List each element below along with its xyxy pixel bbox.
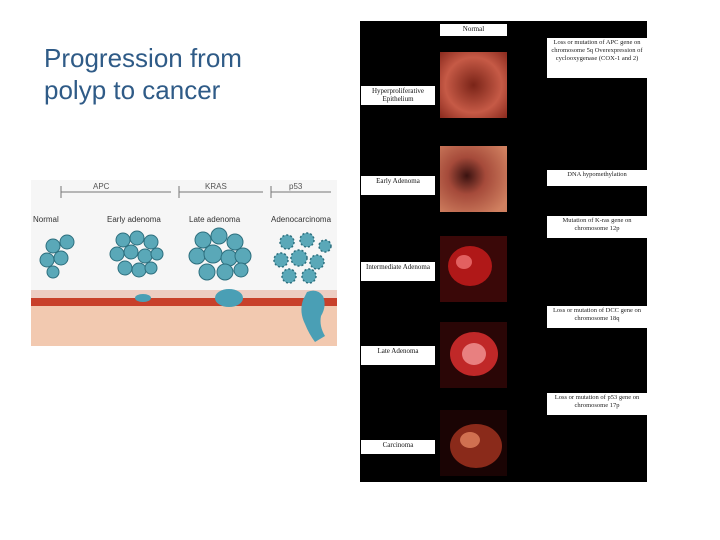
title-line-1: Progression from	[44, 43, 242, 73]
stage-label-early: Early adenoma	[107, 215, 161, 224]
stage-label-late: Late adenoma	[189, 215, 241, 224]
panel-label-intermediate-adenoma: Intermediate Adenoma	[361, 262, 435, 281]
submucosa-layer	[31, 306, 337, 346]
adenocarcinoma-cells	[273, 232, 332, 284]
event-apc: Loss or mutation of APC gene on chromoso…	[547, 38, 647, 78]
photo-late-adenoma	[440, 322, 507, 388]
panel-label-early-adenoma: Early Adenoma	[361, 176, 435, 195]
event-dna-hypomethylation: DNA hypomethylation	[547, 170, 647, 186]
panel-label-late-adenoma: Late Adenoma	[361, 346, 435, 365]
panel-label-hyperproliferative: Hyperproliferative Epithelium	[361, 86, 435, 105]
gene-label-apc: APC	[93, 182, 110, 191]
photo-intermediate-adenoma	[440, 236, 507, 302]
slide-title: Progression from polyp to cancer	[44, 42, 304, 106]
event-p53: Loss or mutation of p53 gene on chromoso…	[547, 393, 647, 415]
diagram-artwork	[31, 186, 337, 346]
event-kras: Mutation of K-ras gene on chromosome 12p	[547, 216, 647, 238]
stage-label-normal: Normal	[33, 215, 59, 224]
panel-label-normal: Normal	[440, 24, 507, 36]
stage-label-adenocarcinoma: Adenocarcinoma	[271, 215, 332, 224]
event-dcc: Loss or mutation of DCC gene on chromoso…	[547, 306, 647, 328]
photo-carcinoma	[440, 410, 507, 476]
photo-early-adenoma	[440, 146, 507, 212]
normal-cells	[39, 234, 75, 279]
adenoma-carcinoma-diagram: APC KRAS p53 Normal Early adenoma Late a…	[31, 180, 337, 346]
invasive-tumor	[301, 290, 325, 342]
early-lesion	[135, 294, 151, 302]
photo-normal	[440, 52, 507, 118]
late-adenoma-cells	[188, 227, 252, 281]
gene-label-kras: KRAS	[205, 182, 227, 191]
title-line-2: polyp to cancer	[44, 75, 221, 105]
panel-label-carcinoma: Carcinoma	[361, 440, 435, 454]
late-lesion	[215, 289, 243, 307]
epithelium-layer	[31, 298, 337, 306]
early-adenoma-cells	[109, 230, 164, 278]
gene-label-p53: p53	[289, 182, 303, 191]
